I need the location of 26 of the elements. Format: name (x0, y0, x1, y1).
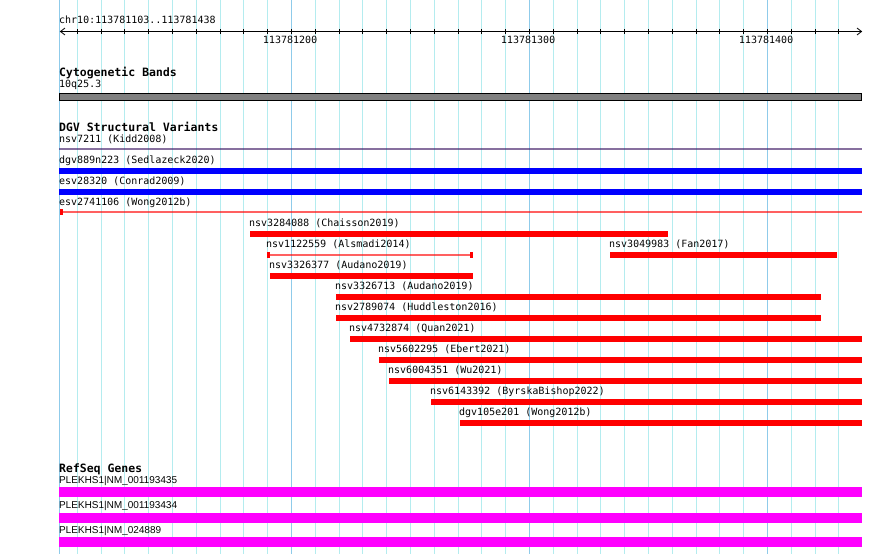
feature-label: nsv3326377 (Audano2019) (269, 260, 408, 272)
feature-label: nsv3049983 (Fan2017) (609, 239, 730, 251)
feature-label: esv2741106 (Wong2012b) (59, 197, 192, 209)
coordinate-label: chr10:113781103..113781438 (59, 15, 216, 27)
feature-label: nsv7211 (Kidd2008) (59, 134, 168, 146)
gene-label: PLEKHS1|NM_024889 (59, 525, 162, 537)
feature-label: dgv889n223 (Sedlazeck2020) (59, 155, 216, 167)
tick-label: 113781400 (738, 35, 794, 47)
feature-label: 10q25.3 (59, 79, 102, 91)
track-title: RefSeq Genes (59, 462, 142, 475)
tick-label: 113781300 (500, 35, 556, 47)
feature-label: nsv3326713 (Audano2019) (335, 281, 474, 293)
feature-label: nsv2789074 (Huddleston2016) (335, 302, 498, 314)
track-title: DGV Structural Variants (59, 121, 218, 134)
feature-label: nsv6004351 (Wu2021) (388, 365, 502, 377)
feature-label: nsv4732874 (Quan2021) (349, 323, 476, 335)
gene-label: PLEKHS1|NM_001193435 (59, 475, 178, 487)
feature-label: dgv105e201 (Wong2012b) (459, 407, 592, 419)
feature-label: nsv5602295 (Ebert2021) (378, 344, 510, 356)
feature-label: nsv3284088 (Chaisson2019) (249, 218, 400, 230)
tick-label: 113781200 (262, 35, 318, 47)
feature-label: nsv6143392 (ByrskaBishop2022) (430, 386, 605, 398)
track-title: Cytogenetic Bands (59, 66, 177, 79)
feature-label: esv28320 (Conrad2009) (59, 176, 186, 188)
feature-label: nsv1122559 (Alsmadi2014) (266, 239, 410, 251)
gene-label: PLEKHS1|NM_001193434 (59, 500, 178, 512)
